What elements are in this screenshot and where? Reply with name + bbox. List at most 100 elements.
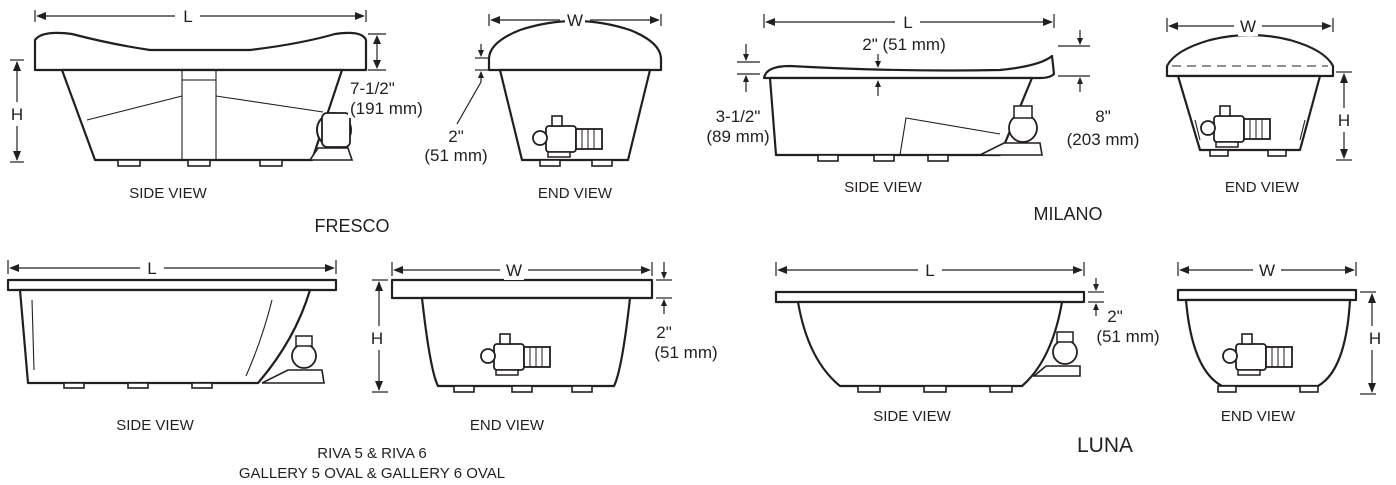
fresco-title: FRESCO xyxy=(314,216,389,236)
milano-right-inches: 8" xyxy=(1095,107,1111,126)
fresco-lip-mm: (51 mm) xyxy=(424,146,487,165)
riva-width-dimension: W xyxy=(391,261,653,280)
milano-length-dimension: L xyxy=(763,13,1055,32)
luna-lip-inches: 2" xyxy=(1107,307,1123,326)
riva-title-line1: RIVA 5 & RIVA 6 xyxy=(317,445,427,462)
fresco-height-dimension: H xyxy=(8,59,26,163)
label-backing xyxy=(181,7,195,26)
milano-side-view: L 2" (51 mm) 3-1/2" (89 mm) 8" (203 mm) … xyxy=(704,13,1142,196)
riva-end-basin xyxy=(420,296,632,388)
fresco-side-tub xyxy=(33,31,368,72)
riva-end-view-label: END VIEW xyxy=(470,417,545,434)
milano-length-label: L xyxy=(903,13,912,32)
label-backing xyxy=(704,127,772,146)
fresco-side-view-label: SIDE VIEW xyxy=(129,185,207,202)
riva-lip-dimension: 2" (51 mm) xyxy=(652,262,720,362)
label-backing xyxy=(348,79,397,98)
luna-width-label: W xyxy=(1259,261,1275,280)
riva-side-rim xyxy=(6,278,338,292)
luna-side-pump xyxy=(1031,331,1081,377)
milano-left-mm: (89 mm) xyxy=(706,127,769,146)
fresco-end-view: W 2" (51 mm) END VIEW xyxy=(422,11,663,202)
milano-end-view: W H END VIEW xyxy=(1165,17,1353,196)
fresco-rim-dimension: 7-1/2" (191 mm) xyxy=(348,33,425,118)
riva-side-pump xyxy=(261,335,325,384)
riva-end-view: W H 2" (51 mm) END VIEW xyxy=(368,261,720,434)
riva-side-view-label: SIDE VIEW xyxy=(116,417,194,434)
label-backing xyxy=(923,261,937,280)
fresco-end-view-label: END VIEW xyxy=(538,185,613,202)
riva-height-label: H xyxy=(371,329,383,348)
label-backing xyxy=(1366,329,1384,348)
luna-end-rim xyxy=(1176,288,1358,302)
fresco-lip-dimension: 2" (51 mm) xyxy=(422,44,490,165)
label-backing xyxy=(654,323,674,342)
label-backing xyxy=(652,343,720,362)
riva-length-dimension: L xyxy=(7,259,337,278)
label-backing xyxy=(1335,111,1353,130)
label-backing xyxy=(1094,327,1162,346)
fresco-width-dimension: W xyxy=(488,11,662,30)
riva-side-view: L SIDE VIEW xyxy=(6,259,338,434)
fresco-side-basin xyxy=(60,68,344,162)
label-backing xyxy=(713,107,763,126)
milano-right-mm: (203 mm) xyxy=(1067,130,1140,149)
luna-side-rim xyxy=(774,290,1086,304)
label-backing xyxy=(860,35,948,54)
fresco-side-pump xyxy=(308,112,354,161)
riva-lip-inches: 2" xyxy=(656,323,672,342)
fresco-end-rim xyxy=(487,19,663,72)
label-backing xyxy=(1105,307,1125,326)
label-backing xyxy=(368,329,386,348)
milano-center-dimension: 2" (51 mm) xyxy=(860,35,948,96)
label-backing xyxy=(1093,107,1113,126)
riva-length-label: L xyxy=(147,259,156,278)
milano-end-rim xyxy=(1165,33,1335,78)
riva-title-line2: GALLERY 5 OVAL & GALLERY 6 OVAL xyxy=(239,465,505,482)
luna-end-view: W H END VIEW xyxy=(1176,261,1384,425)
label-backing xyxy=(1064,130,1142,149)
luna-length-dimension: L xyxy=(775,261,1085,280)
milano-left-dimension: 3-1/2" (89 mm) xyxy=(704,44,772,146)
label-backing xyxy=(446,127,466,146)
label-backing xyxy=(1256,261,1278,280)
luna-end-view-label: END VIEW xyxy=(1221,408,1296,425)
fresco-lip-inches: 2" xyxy=(448,127,464,146)
milano-width-dimension: W xyxy=(1166,17,1334,36)
fresco-side-overflow xyxy=(181,69,217,81)
fresco-length-dimension: L xyxy=(34,7,367,26)
fresco-side-view: L H 7-1/2" (191 mm) SIDE VIEW xyxy=(8,7,425,202)
fresco-rim-inches: 7-1/2" xyxy=(350,79,395,98)
fresco-width-label: W xyxy=(567,11,583,30)
label-backing xyxy=(503,261,525,280)
milano-side-tub xyxy=(762,54,1056,80)
milano-side-view-label: SIDE VIEW xyxy=(844,179,922,196)
riva-height-dimension: H xyxy=(368,279,388,393)
label-backing xyxy=(348,99,425,118)
riva-width-label: W xyxy=(506,261,522,280)
milano-height-dimension: H xyxy=(1335,71,1353,161)
riva-lip-mm: (51 mm) xyxy=(654,343,717,362)
milano-right-dimension: 8" (203 mm) xyxy=(1058,30,1142,149)
milano-center-dim-label: 2" (51 mm) xyxy=(862,35,946,54)
milano-left-inches: 3-1/2" xyxy=(716,107,761,126)
luna-height-label: H xyxy=(1369,329,1381,348)
label-backing xyxy=(1237,17,1259,36)
label-backing xyxy=(901,13,915,32)
label-backing xyxy=(422,146,490,165)
luna-end-basin xyxy=(1184,298,1352,388)
luna-height-dimension: H xyxy=(1360,291,1384,395)
fresco-height-label: H xyxy=(11,105,23,124)
luna-side-basin xyxy=(796,300,1064,388)
milano-height-label: H xyxy=(1338,111,1350,130)
luna-length-label: L xyxy=(925,261,934,280)
fresco-length-label: L xyxy=(183,7,192,26)
luna-title: LUNA xyxy=(1077,434,1133,457)
luna-lip-mm: (51 mm) xyxy=(1096,327,1159,346)
luna-lip-dimension: 2" (51 mm) xyxy=(1088,278,1162,346)
milano-side-pump xyxy=(979,105,1043,156)
fresco-rim-mm: (191 mm) xyxy=(350,99,423,118)
luna-side-view-label: SIDE VIEW xyxy=(873,408,951,425)
riva-side-basin xyxy=(18,288,312,385)
